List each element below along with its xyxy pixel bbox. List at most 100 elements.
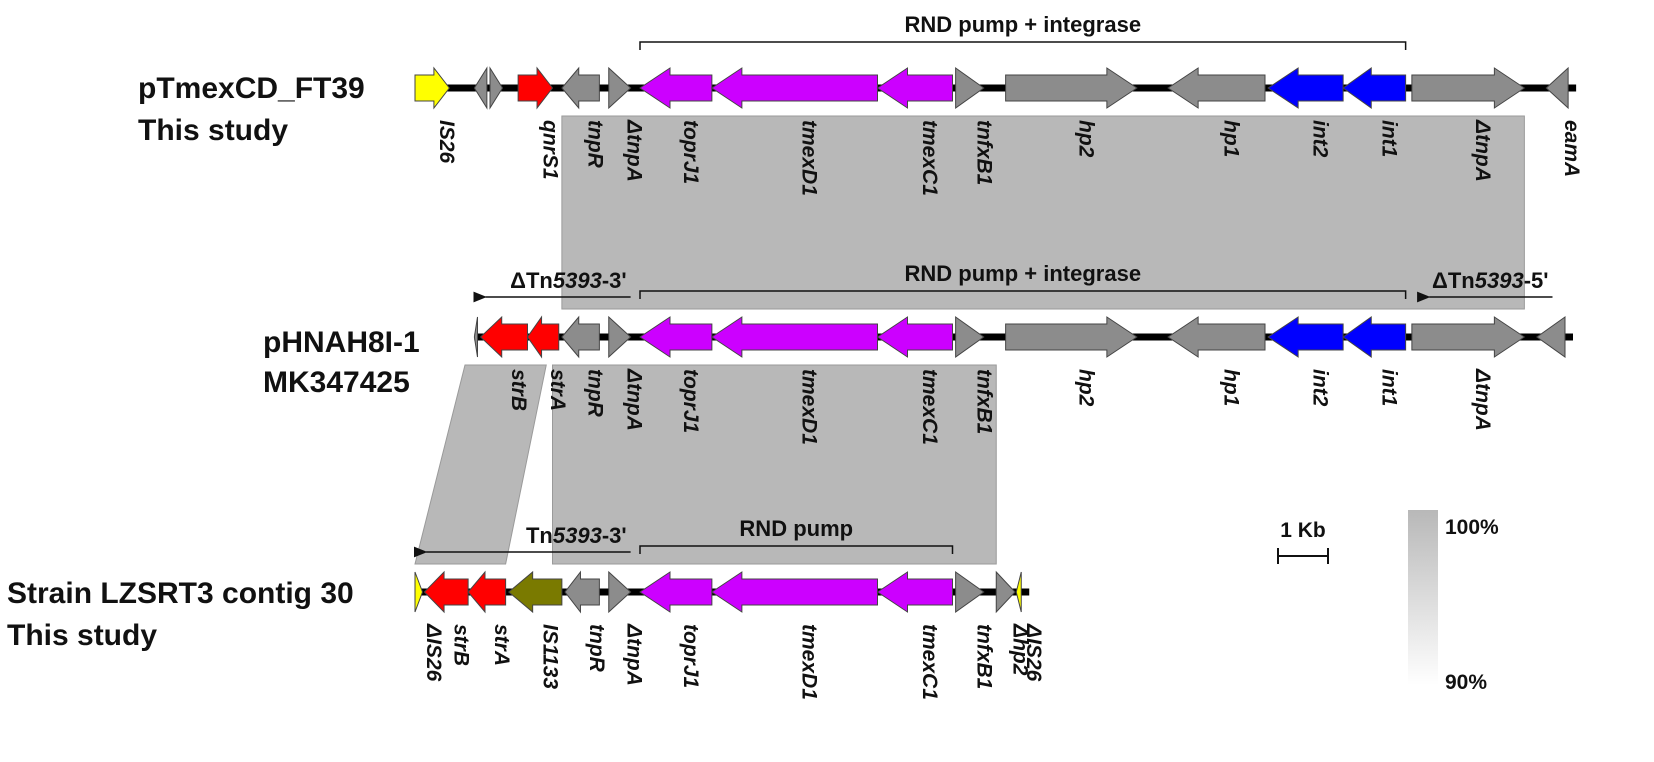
gene-arrow-hp1 [1167, 67, 1266, 109]
homology-regions [414, 115, 1525, 565]
gene-label: ΔtnpA [623, 368, 646, 431]
track-subtitle: This study [138, 114, 288, 147]
gene-arrow-tmexd1 [710, 571, 878, 613]
gene-label: qnrS1 [538, 120, 561, 180]
gene-label: hp2 [1074, 120, 1097, 158]
gene-arrow-hp2 [995, 570, 1016, 614]
gene-label: strB [449, 624, 472, 666]
track-name: Strain LZSRT3 contig 30 [7, 577, 354, 610]
identity-legend: 100% 90% [1408, 510, 1499, 694]
gene-label: tmexD1 [798, 120, 821, 196]
gene-arrow-tmexd1 [710, 316, 878, 358]
gene-arrow-tnfxb1 [955, 316, 985, 358]
gene-arrow-int2 [1267, 316, 1344, 358]
gene-arrow-tnpr [564, 570, 600, 614]
gene-arrow-int2 [1267, 67, 1344, 109]
gene-arrow-hp2 [1005, 67, 1138, 109]
gene-label: tnpR [585, 624, 608, 673]
identity-gradient-bar [1408, 510, 1438, 685]
gene-arrow-tnfxb1 [955, 67, 985, 109]
gene-arrow-hp2 [1005, 316, 1138, 358]
homology-block [552, 364, 997, 565]
gene-label: toprJ1 [679, 369, 702, 433]
region-bracket [639, 545, 954, 554]
gene-label: tnpR [584, 120, 607, 169]
homology-block [561, 115, 1525, 310]
gene-arrow-tmexd1 [710, 67, 878, 109]
gene-label: tnfxB1 [973, 624, 996, 689]
gene-label: toprJ1 [679, 120, 702, 184]
gene-arrow-tnpa [608, 570, 632, 614]
gene-arrow-is1133 [507, 570, 563, 614]
region-bracket [639, 41, 1407, 50]
gene-label: tmexD1 [798, 624, 821, 700]
gene-label: IS1133 [538, 624, 561, 689]
gene-arrow-tnfxb1 [955, 571, 985, 613]
gene-arrow-qnrs1 [517, 66, 554, 110]
track-name: pTmexCD_FT39 [138, 72, 365, 105]
gene-label: toprJ1 [679, 624, 702, 688]
gene-arrow-int1 [1342, 316, 1407, 358]
gene-arrow-tnpa [1411, 67, 1526, 109]
gene-arrow-unlabeled [489, 66, 504, 110]
gene-arrow-tnpa [608, 315, 632, 359]
gene-arrow-tmexc1 [876, 316, 953, 358]
region-bracket-label: RND pump + integrase [905, 12, 1142, 37]
gene-label: tnpR [584, 369, 607, 418]
gene-arrow-is26 [1015, 571, 1022, 613]
gene-label: tmexC1 [918, 624, 941, 700]
gene-label: int2 [1309, 369, 1332, 407]
gene-label: strA [490, 624, 513, 666]
gene-label: ΔtnpA [623, 623, 646, 686]
gene-arrow-hp1 [1167, 316, 1266, 358]
gene-label: tmexC1 [918, 369, 941, 445]
gene-label: hp1 [1220, 369, 1243, 406]
region-bracket-label: RND pump + integrase [905, 261, 1142, 286]
gene-label: strA [546, 369, 569, 411]
gene-arrow-tnpr [561, 315, 600, 359]
gene-label: Δhp2 [1009, 623, 1032, 676]
gene-arrow-is26 [414, 571, 424, 613]
gene-arrow-stra [467, 570, 507, 614]
gene-arrow-unlabeled [1536, 316, 1566, 358]
gene-label: tnfxB1 [973, 369, 996, 434]
gene-arrow-strb [423, 570, 469, 614]
gene-arrow-tmexc1 [876, 571, 953, 613]
identity-min-label: 90% [1445, 671, 1487, 694]
region-bracket [639, 290, 1407, 299]
transposon-arrow-label: Tn5393-3' [526, 523, 627, 548]
gene-arrow-strb [479, 315, 528, 359]
gene-label: tmexC1 [918, 120, 941, 196]
gene-arrow-tmexc1 [876, 67, 953, 109]
gene-label: int1 [1377, 369, 1400, 406]
gene-label: ΔIS26 [422, 623, 445, 682]
gene-label: IS26 [435, 120, 458, 164]
gene-arrow-tnpr [561, 66, 600, 110]
transposon-arrow-label: ΔTn5393-5' [1432, 268, 1548, 293]
gene-label: int1 [1377, 120, 1400, 157]
track-subtitle: MK347425 [263, 366, 410, 399]
gene-label: ΔIS26 [1022, 623, 1045, 682]
transposon-arrow-label: ΔTn5393-3' [510, 268, 626, 293]
scale-bar-label: 1 Kb [1280, 519, 1326, 542]
scale-bar: 1 Kb [1277, 519, 1329, 564]
gene-arrow-tnpa [1411, 316, 1526, 358]
gene-arrow-toprj1 [639, 316, 713, 358]
gene-arrow-tnpa [608, 66, 632, 110]
gene-arrow-is26 [414, 66, 451, 110]
gene-label: tmexD1 [798, 369, 821, 445]
gene-arrow-eama [1545, 66, 1569, 110]
gene-arrow-toprj1 [639, 67, 713, 109]
gene-label: ΔtnpA [623, 119, 646, 182]
gene-label: tnfxB1 [973, 120, 996, 185]
gene-arrow-unlabeled [473, 66, 488, 110]
gene-label: ΔtnpA [1471, 368, 1494, 431]
track-subtitle: This study [7, 619, 157, 652]
gene-layer [414, 66, 1577, 614]
track-name: pHNAH8I-1 [263, 326, 420, 359]
gene-arrow-toprj1 [639, 571, 713, 613]
